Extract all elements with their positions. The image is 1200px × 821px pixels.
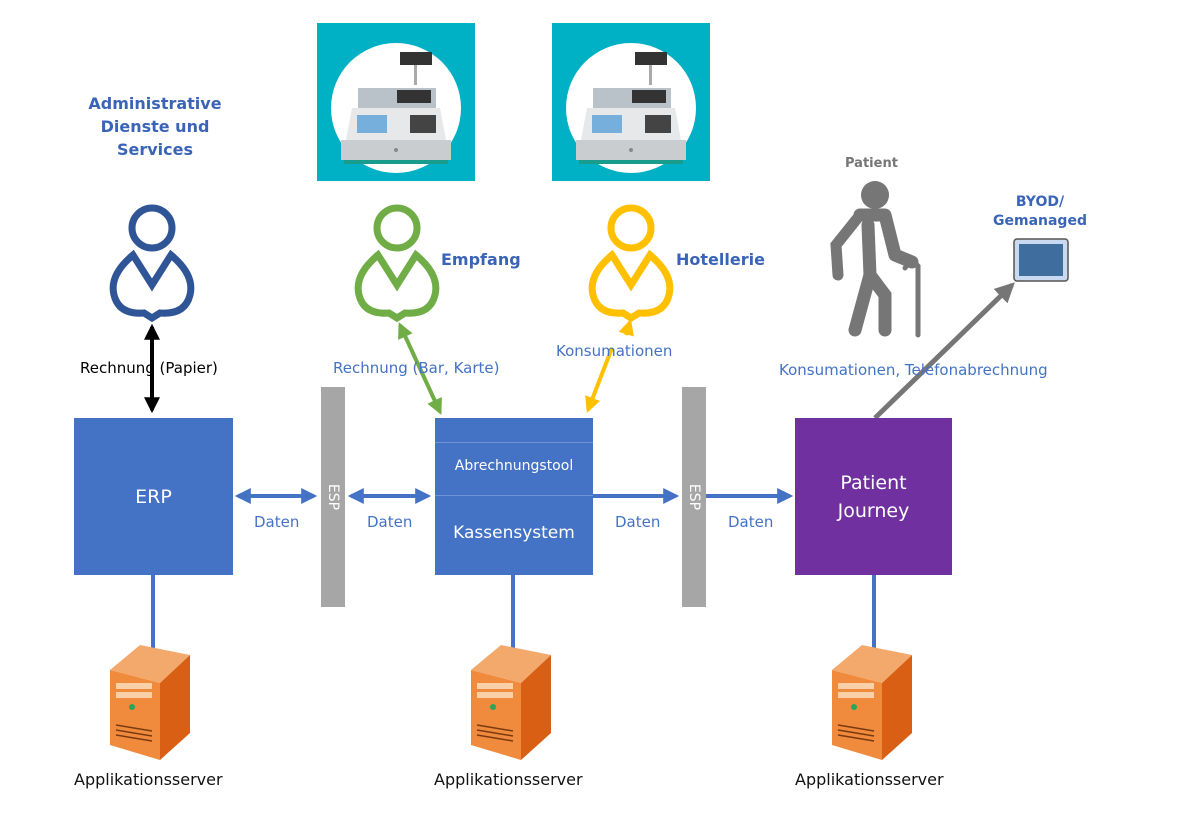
server-label: Applikationsserver — [795, 770, 944, 789]
flow-label-empfang-kasse: Rechnung (Bar, Karte) — [333, 359, 500, 377]
kassensystem-box[interactable]: Abrechnungstool Kassensystem — [435, 418, 593, 575]
server-label: Applikationsserver — [434, 770, 583, 789]
server-icon — [110, 645, 190, 760]
patient-role-title: Patient — [845, 156, 898, 171]
flow-label-esp-kasse: Daten — [367, 513, 413, 531]
flow-label-esp-journey: Daten — [728, 513, 774, 531]
flow-label-kasse-esp: Daten — [615, 513, 661, 531]
server-label: Applikationsserver — [74, 770, 223, 789]
esp-bus-2: ESP — [682, 387, 706, 607]
esp-label: ESP — [325, 483, 341, 511]
cash-register-icon — [317, 23, 475, 181]
empfang-user-icon — [354, 204, 440, 323]
abrechnungstool-label: Abrechnungstool — [454, 458, 574, 474]
server-icon — [471, 645, 551, 760]
byod-title-line: BYOD/ — [1015, 194, 1065, 210]
journey-label-line: Journey — [837, 499, 910, 522]
patient-elderly-icon — [830, 181, 921, 338]
arrow-journey-byod — [873, 282, 1015, 420]
empfang-role-title: Empfang — [441, 250, 521, 269]
byod-title-line: Gemanaged — [993, 213, 1087, 229]
journey-label-line: Patient — [840, 471, 907, 494]
admin-title-line: Dienste und — [100, 117, 210, 136]
tablet-icon — [1013, 238, 1069, 282]
admin-role-title: Administrative Dienste und Services — [55, 92, 255, 161]
arrow-empfang-kasse — [398, 322, 442, 415]
server-icon — [832, 645, 912, 760]
kassensystem-label: Kassensystem — [453, 523, 575, 543]
admin-title-line: Services — [116, 140, 194, 159]
erp-label: ERP — [135, 485, 172, 508]
admin-user-icon — [109, 204, 195, 323]
byod-role-title: BYOD/ Gemanaged — [985, 193, 1095, 231]
patient-journey-box[interactable]: Patient Journey — [795, 418, 952, 575]
cash-register-icon — [552, 23, 710, 181]
esp-label: ESP — [686, 483, 702, 511]
arrow-hotellerie-up — [618, 318, 634, 337]
arrow-kasse-hotellerie — [585, 347, 614, 413]
hotellerie-role-title: Hotellerie — [676, 250, 765, 269]
flow-label-erp-esp: Daten — [254, 513, 300, 531]
flow-label-journey-byod: Konsumationen, Telefonabrechnung — [779, 361, 1048, 379]
erp-system-box[interactable]: ERP — [74, 418, 233, 575]
flow-label-admin-erp: Rechnung (Papier) — [80, 359, 218, 377]
hotellerie-user-icon — [588, 204, 674, 323]
esp-bus-1: ESP — [321, 387, 345, 607]
flow-label-hotellerie-kasse: Konsumationen — [556, 342, 673, 360]
admin-title-line: Administrative — [88, 94, 222, 113]
